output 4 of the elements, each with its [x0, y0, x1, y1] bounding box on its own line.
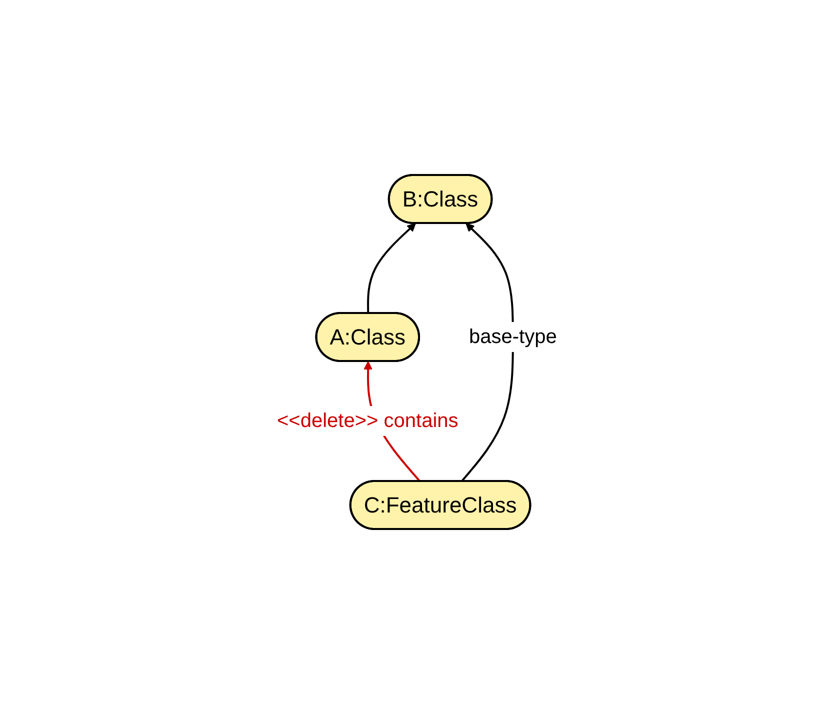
arrow — [366, 223, 416, 314]
edge-label: base-type — [468, 326, 556, 348]
arrow — [460, 223, 514, 482]
edge-label: <<delete>> contains — [276, 410, 458, 432]
